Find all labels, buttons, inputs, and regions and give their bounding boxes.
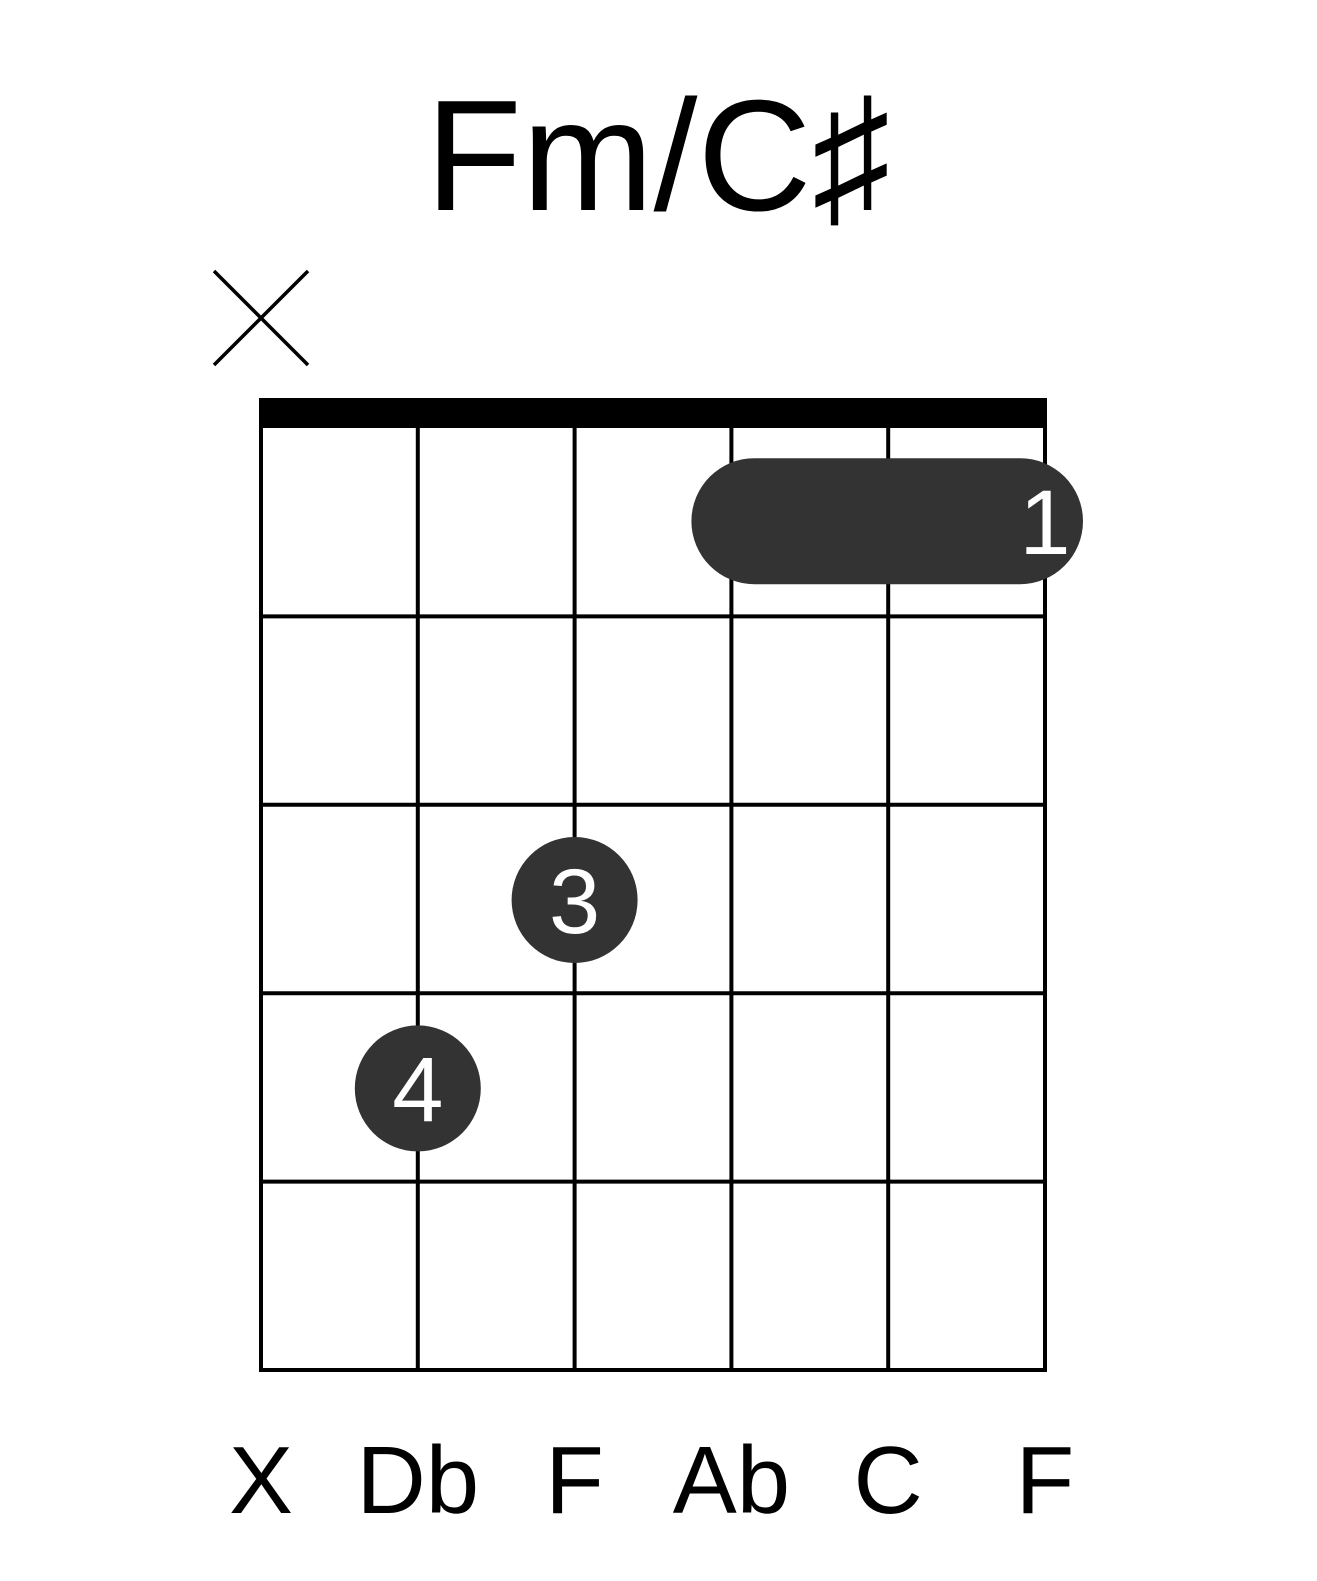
string-note-2: Db <box>356 1427 479 1534</box>
finger-dot-1 <box>511 837 638 963</box>
finger-dot-label: 3 <box>549 851 600 953</box>
string-note-6: F <box>1016 1427 1075 1534</box>
string-note-4: Ab <box>673 1427 790 1534</box>
finger-dot-2 <box>354 1025 481 1152</box>
mute-stroke-b <box>212 269 310 367</box>
chord-title: Fm/C♯ <box>425 68 890 244</box>
barre-finger-label: 1 <box>1019 472 1070 574</box>
string-note-5: C <box>854 1427 923 1534</box>
string-note-3: F <box>545 1427 604 1534</box>
nut <box>259 398 1047 428</box>
muted-string-1-icon <box>212 269 310 367</box>
finger-dot-label: 4 <box>392 1039 443 1141</box>
finger-markers: 1 3 4 <box>354 458 1083 1152</box>
string-note-1: X <box>229 1427 293 1534</box>
mute-markers <box>212 269 310 367</box>
barre-1 <box>691 458 1083 585</box>
